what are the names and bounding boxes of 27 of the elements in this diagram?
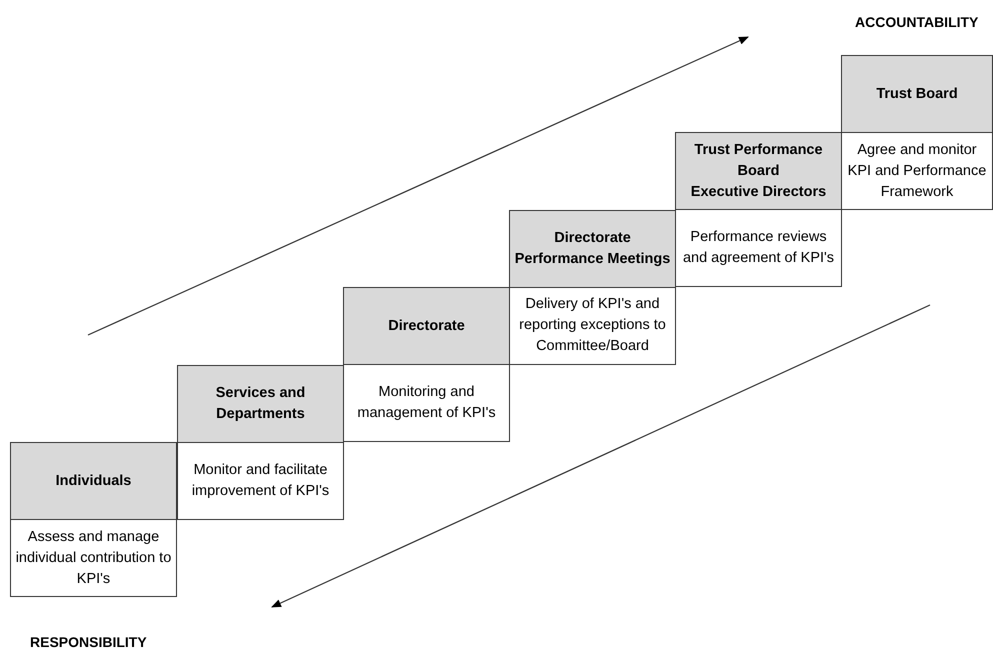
step-title: Executive Directors — [690, 182, 826, 202]
step-title: Trust Board — [876, 84, 958, 104]
step-header-box — [675, 132, 842, 210]
step-description: Monitor and facilitate improvement of KPI's — [190, 460, 330, 501]
step-title: Services and Departments — [214, 384, 306, 424]
step-header-box — [343, 287, 510, 366]
step-description-box — [177, 442, 344, 520]
step-description: Performance reviews and agreement of KPI's — [682, 228, 836, 268]
step-description: Monitoring and management of KPI's — [356, 383, 497, 424]
step-header-box — [177, 364, 344, 443]
step-description-box — [509, 286, 676, 365]
step-description: Agree and monitor KPI and Performance Framework — [846, 140, 988, 202]
axis-label: RESPONSIBILITY — [30, 634, 147, 648]
step-header-box — [509, 210, 676, 288]
step-title: Directorate Performance Meetings — [514, 228, 671, 269]
step-title: Directorate — [388, 316, 465, 336]
step-description-box — [10, 519, 177, 597]
step-description: Delivery of KPI's and reporting exceptions to Committee/Board — [518, 295, 667, 356]
step-header-box — [841, 55, 993, 133]
step-header-box — [10, 442, 177, 520]
step-description-box — [675, 209, 842, 288]
step-description-box — [343, 364, 510, 442]
step-description: Assess and manage individual contribution to KPI's — [15, 528, 172, 588]
step-description-box — [841, 132, 993, 210]
axis-label: ACCOUNTABILITY — [855, 14, 978, 30]
step-title: Individuals — [56, 472, 132, 490]
step-title: Trust Performance Board — [693, 140, 824, 181]
